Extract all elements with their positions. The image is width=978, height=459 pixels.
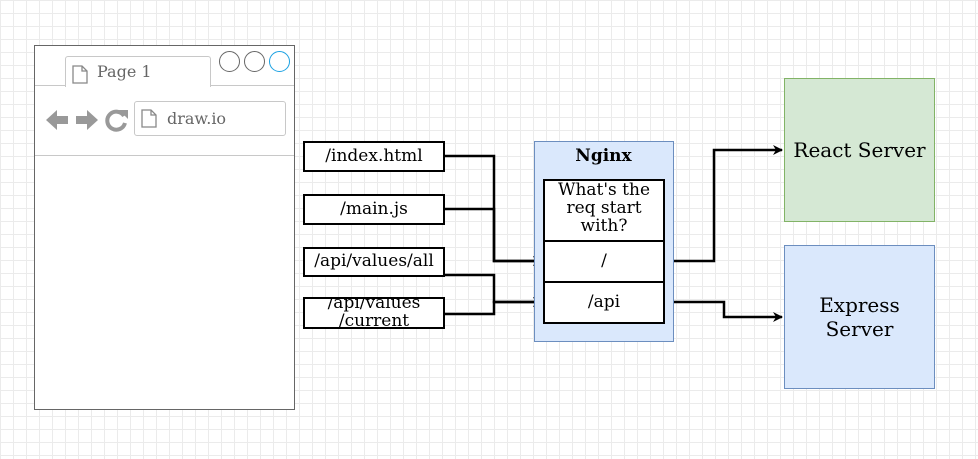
- tab-label: Page 1: [97, 62, 152, 81]
- nginx-question: What's the req start with?: [543, 179, 665, 242]
- request-api-values-current: /api/values /current: [303, 297, 445, 329]
- browser-nav-bar: draw.io: [35, 86, 294, 156]
- connector-root-to-react: [664, 145, 783, 263]
- connector-api-all-to-api: [444, 273, 543, 307]
- express-server: Express Server: [784, 245, 935, 389]
- url-bar[interactable]: draw.io: [134, 101, 286, 136]
- nginx-title: Nginx: [575, 146, 632, 166]
- arrow-right-icon[interactable]: [75, 108, 99, 132]
- route-api: /api: [543, 281, 665, 324]
- react-server: React Server: [784, 78, 935, 222]
- browser-tab[interactable]: Page 1: [65, 56, 211, 87]
- page-icon: [72, 65, 88, 84]
- page-icon: [141, 109, 157, 128]
- connector-api-current-to-api: [444, 297, 543, 316]
- connector-api-to-express: [664, 300, 783, 322]
- request-api-values-all: /api/values/all: [303, 247, 445, 277]
- window-button-icon[interactable]: [269, 51, 290, 72]
- browser-window: Page 1 draw.io: [34, 45, 295, 410]
- refresh-icon[interactable]: [105, 108, 129, 132]
- request-main-js: /main.js: [303, 194, 445, 225]
- connector-main-to-root: [444, 207, 543, 266]
- request-index-html: /index.html: [303, 141, 445, 172]
- route-root: /: [543, 240, 665, 283]
- browser-tab-bar: Page 1: [35, 46, 294, 87]
- window-button-icon[interactable]: [219, 51, 240, 72]
- arrow-left-icon[interactable]: [45, 108, 69, 132]
- window-button-icon[interactable]: [244, 51, 265, 72]
- url-text: draw.io: [167, 109, 227, 128]
